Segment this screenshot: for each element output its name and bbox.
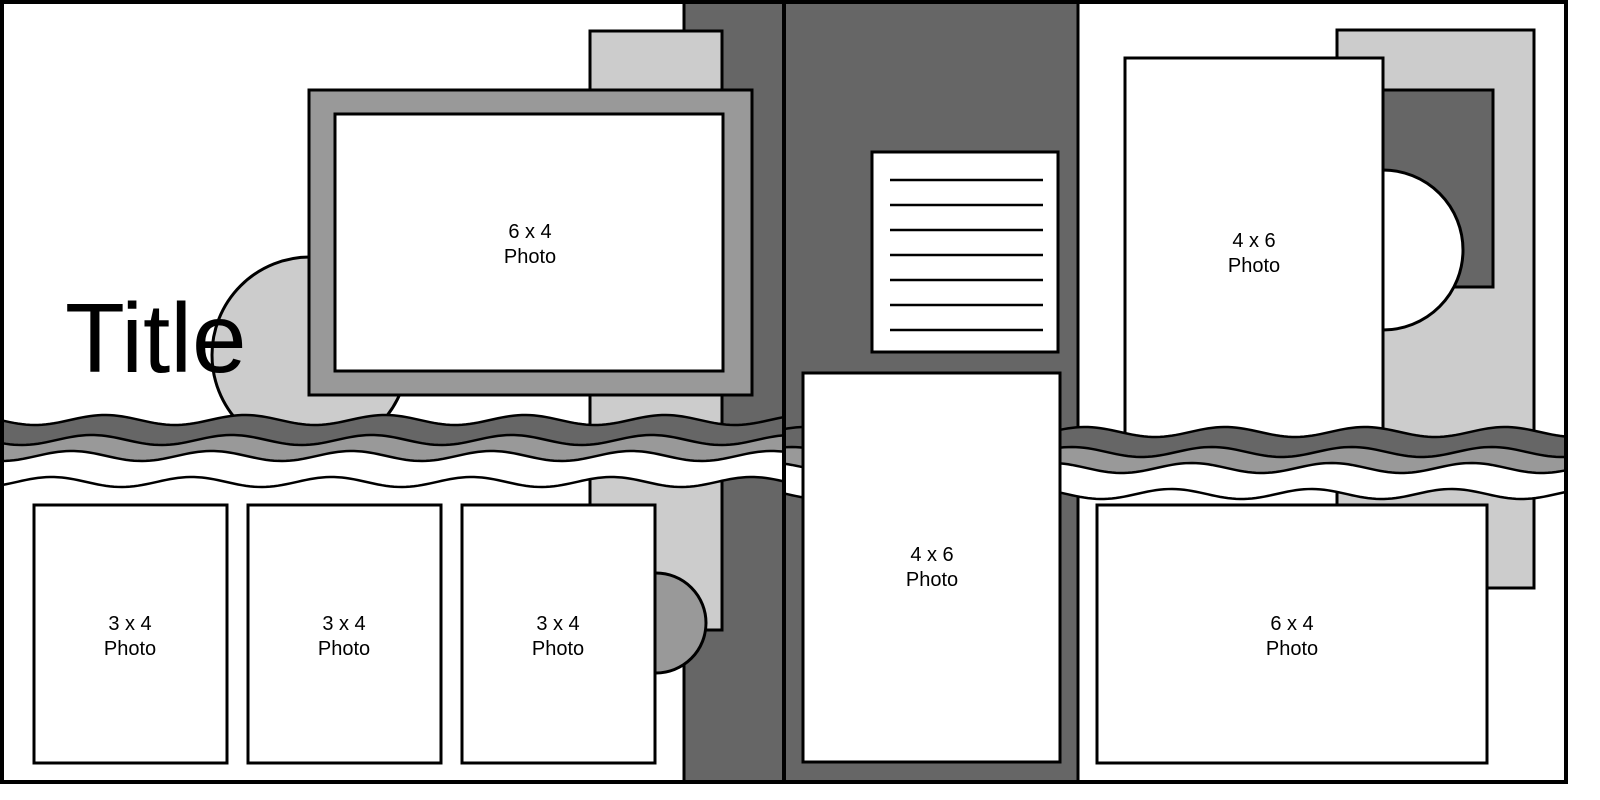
photo-label: Photo (104, 638, 156, 660)
photo-3x4 (460, 503, 657, 765)
white-half-circle (1381, 168, 1465, 332)
photo-size: 3 x 4 (108, 613, 151, 635)
photo-3x4 (246, 503, 443, 765)
photo-size: 6 x 4 (508, 221, 551, 243)
photo-size: 4 x 6 (1232, 230, 1275, 252)
page-title: Title (65, 283, 247, 393)
journal-lines (890, 178, 1043, 332)
photo-4x6 (1123, 56, 1385, 450)
photo-size: 3 x 4 (536, 613, 579, 635)
photo-6x4 (333, 112, 725, 373)
photo-6x4 (1095, 503, 1489, 765)
left-page: Title 6 x 4 Photo 3 x 4 Photo 3 x 4 Phot… (2, 2, 783, 782)
photo-label: Photo (906, 569, 958, 591)
photo-size: 6 x 4 (1270, 613, 1313, 635)
photo-label: Photo (532, 638, 584, 660)
journal-box (870, 150, 1060, 354)
photo-4x6 (801, 371, 1062, 764)
photo-label: Photo (318, 638, 370, 660)
photo-label: Photo (1228, 255, 1280, 277)
photo-label: Photo (504, 246, 556, 268)
wave-band (2, 413, 783, 447)
right-page: 4 x 6 Photo 4 x 6 Photo 6 x 4 Photo (785, 2, 1566, 782)
photo-size: 4 x 6 (910, 544, 953, 566)
photo-size: 3 x 4 (322, 613, 365, 635)
wave-border (2, 413, 783, 489)
photo-3x4 (32, 503, 229, 765)
photo-label: Photo (1266, 638, 1318, 660)
